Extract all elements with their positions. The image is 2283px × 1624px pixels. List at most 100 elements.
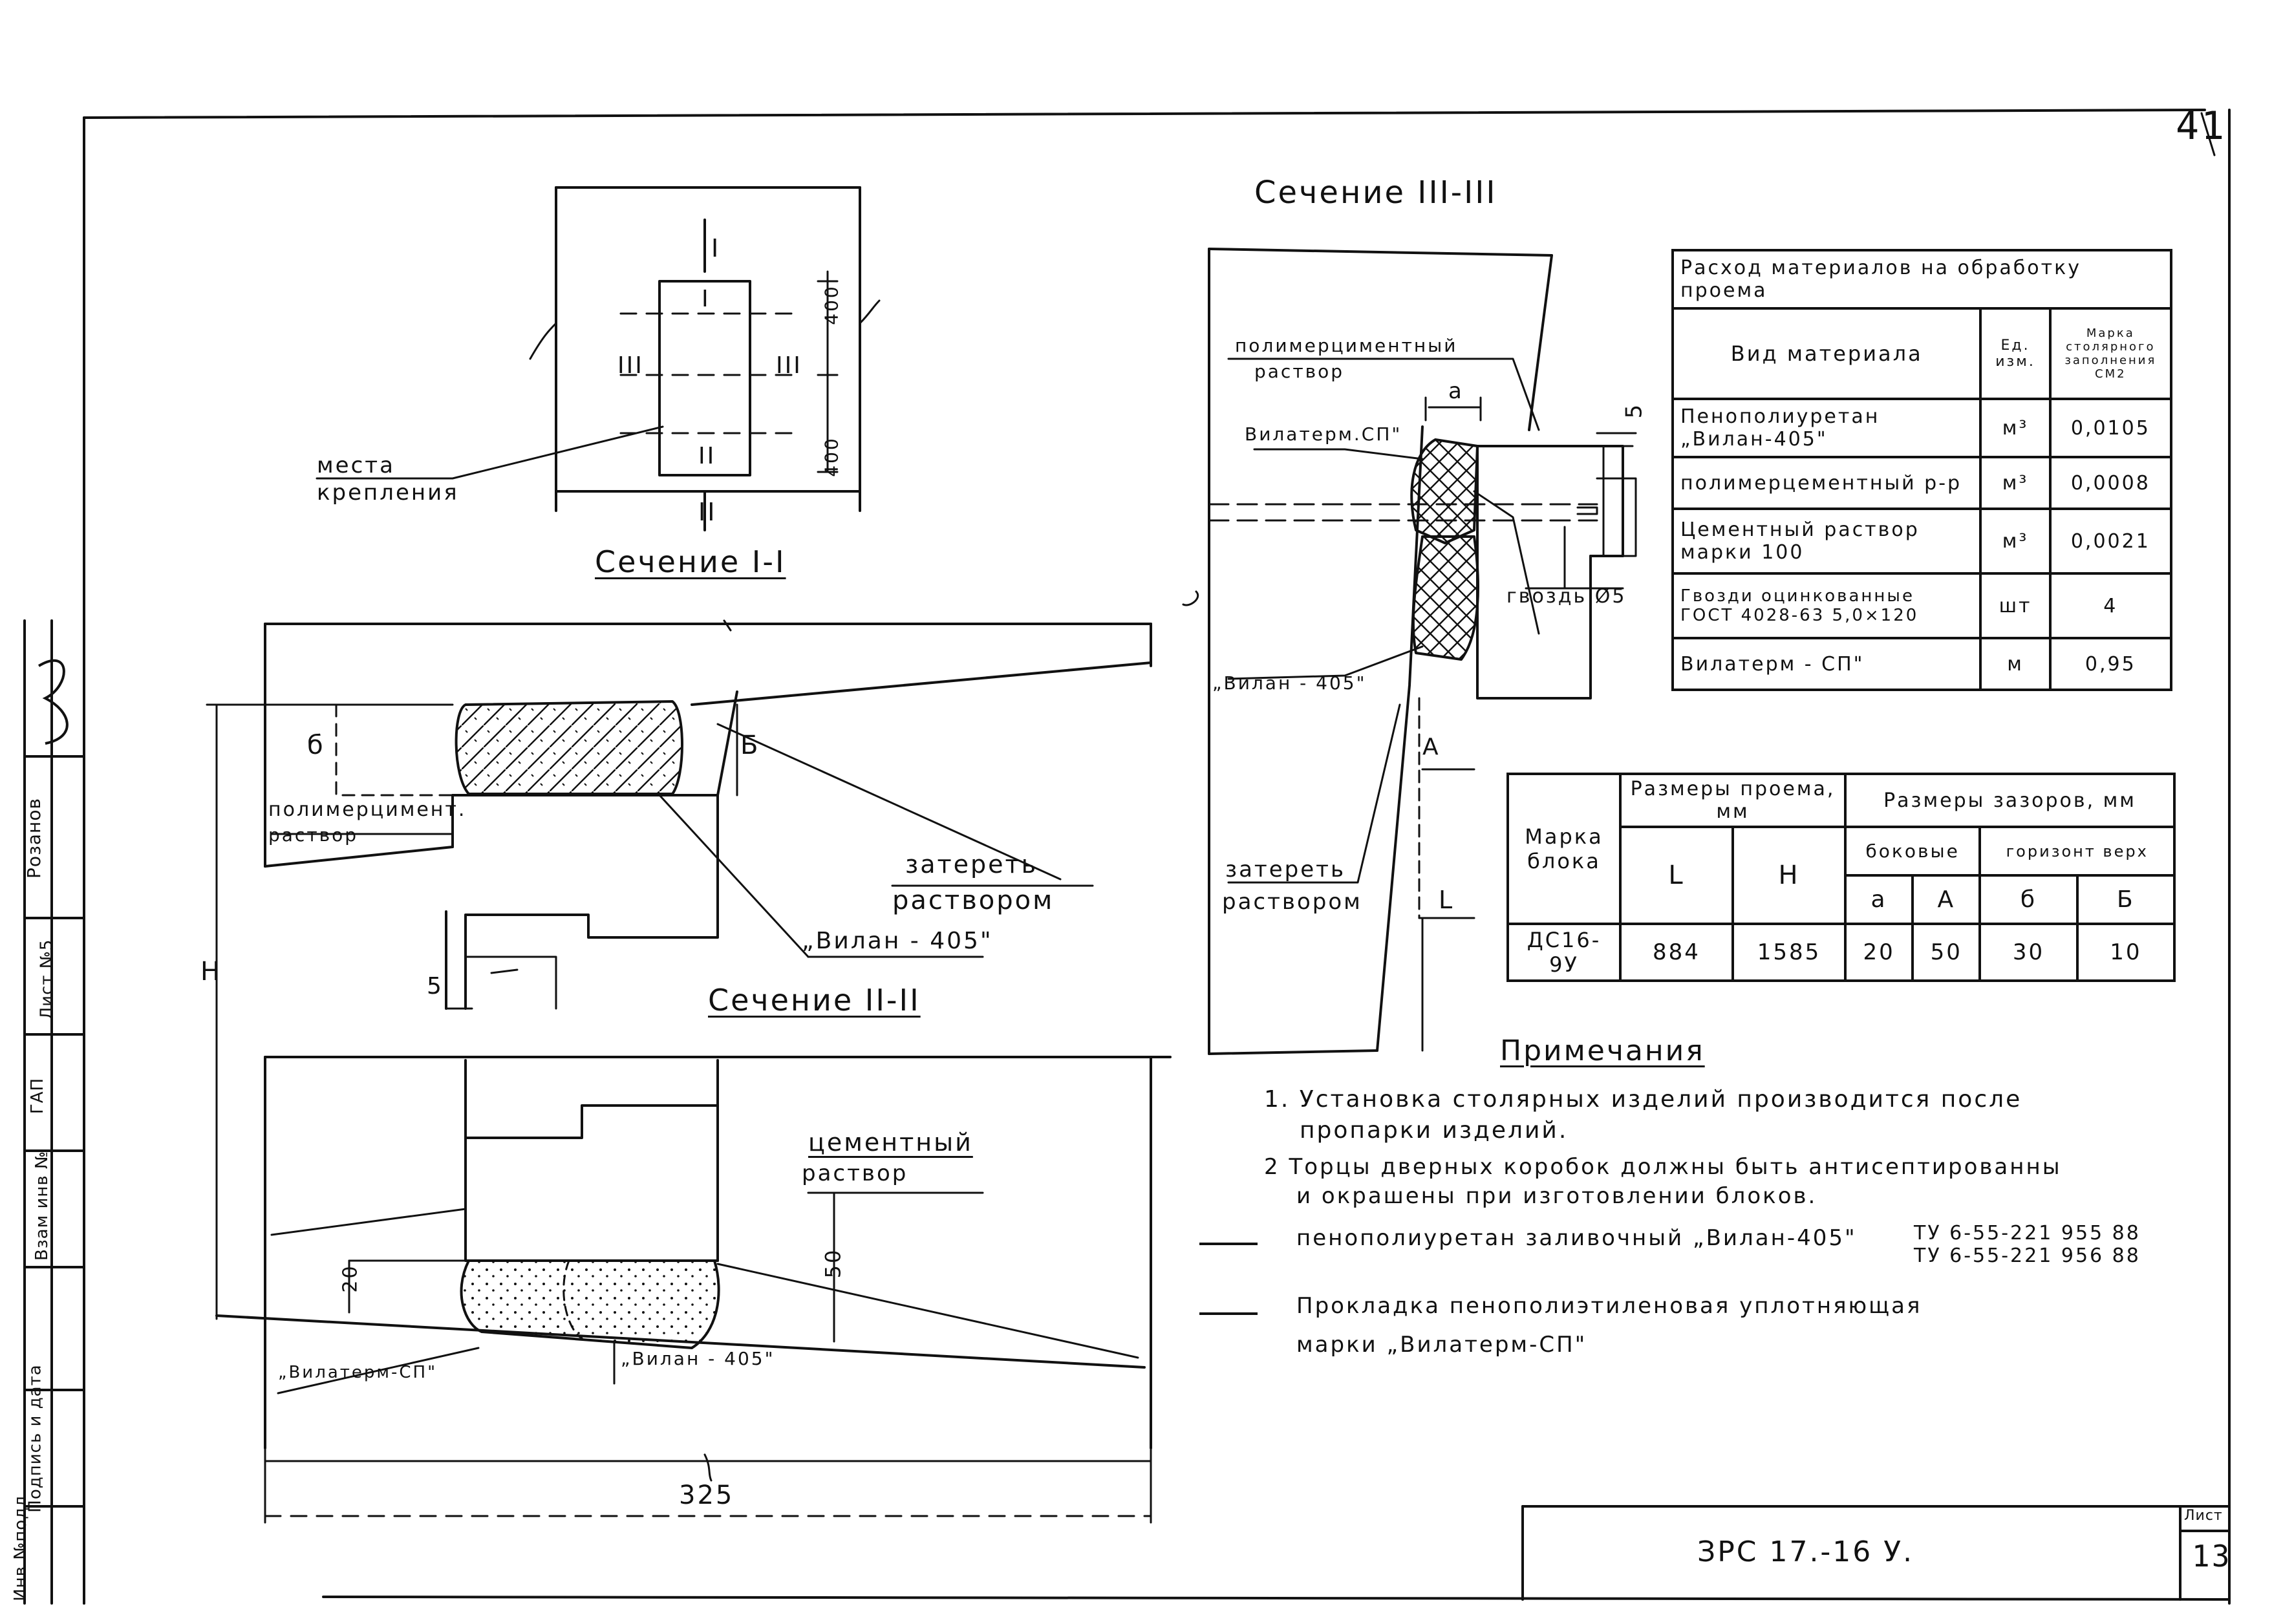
unit-cell: м³: [1979, 508, 2052, 575]
plan-label-1: места: [317, 453, 395, 478]
unit-cell: м: [1979, 637, 2052, 691]
sizes-h-mark: Марка блока: [1506, 773, 1622, 925]
value-cell: 0,95: [2048, 637, 2173, 691]
plan-mark-III-right: III: [776, 352, 802, 379]
sizes-h-side: боковые: [1843, 826, 1982, 877]
s1-polymer-1: полимерцимент.: [268, 798, 467, 821]
title-block-lines: [1521, 1505, 2231, 1601]
note-1-line-2: пропарки изделий.: [1300, 1117, 1569, 1144]
s3-rub-2: раствором: [1222, 889, 1362, 915]
s3-dim-L: L: [1439, 886, 1455, 914]
value-cell: 0,0021: [2048, 508, 2173, 575]
value-cell: 30: [1978, 923, 2079, 982]
value-cell: 4: [2048, 572, 2173, 639]
s3-rub-1: затереть: [1225, 857, 1345, 882]
plan-mark-III-left: III: [617, 352, 644, 379]
s1-polymer-2: раствор: [268, 824, 359, 846]
value-cell: 884: [1619, 923, 1734, 982]
sizes-row: ДС16-9У 884 1585 20 50 30 10: [1506, 923, 2176, 982]
material-cell: Пенополиуретан „Вилан-405": [1671, 398, 1982, 458]
plan-mark-II: II: [698, 498, 717, 526]
value-cell: 20: [1843, 923, 1914, 982]
sheet-label: Лист: [2184, 1508, 2223, 1524]
s1-rub-2: раствором: [892, 886, 1055, 915]
section-2-title: Сечение II-II: [708, 983, 921, 1018]
materials-h-kind: Вид материала: [1671, 307, 1982, 400]
s2-vilan: „Вилан - 405": [621, 1348, 775, 1369]
note-2-line-2: и окрашены при изготовлении блоков.: [1296, 1183, 1817, 1209]
s1-small-b: б: [307, 731, 325, 760]
materials-row: полимерцементный р-р м³ 0,0008: [1671, 456, 2173, 510]
section-1-lines: [206, 619, 1152, 1320]
materials-row: Пенополиуретан „Вилан-405" м³ 0,0105: [1671, 398, 2173, 458]
materials-table: Расход материалов на обработку проема Ви…: [1671, 249, 2173, 691]
s3-dim-A: А: [1422, 734, 1441, 760]
s1-dim-H: Н: [200, 957, 222, 987]
page-number: 41: [2176, 103, 2227, 149]
s3-polymer-2: раствор: [1254, 361, 1345, 382]
sizes-col-B: Б: [2075, 874, 2176, 925]
materials-title: Расход материалов на обработку проема: [1671, 249, 2172, 310]
s3-vilaterm: Вилатерм.СП": [1245, 423, 1402, 445]
sizes-col-A: А: [1911, 874, 1982, 925]
material-cell: Вилатерм - СП": [1671, 637, 1982, 691]
sizes-col-b: б: [1978, 874, 2079, 925]
sizes-h-opening: Размеры проема, мм: [1619, 773, 1847, 828]
unit-cell: шт: [1979, 572, 2052, 639]
s3-nail: гвоздь Ø5: [1506, 585, 1627, 608]
plan-mark-II-inner: II: [698, 443, 716, 469]
sheet-number: 13: [2192, 1539, 2232, 1574]
section-3-lines: [1182, 248, 1637, 1055]
sizes-col-L: L: [1619, 826, 1734, 925]
s1-rub-1: затереть: [905, 850, 1038, 879]
material-cell: полимерцементный р-р: [1671, 456, 1982, 510]
material-cell: Цементный раствор марки 100: [1671, 508, 1982, 575]
mark-cell: ДС16-9У: [1506, 923, 1622, 982]
legend-1-text: пенополиуретан заливочный „Вилан-405": [1296, 1225, 1857, 1251]
s3-dim-a: а: [1448, 378, 1464, 404]
materials-row: Вилатерм - СП" м 0,95: [1671, 637, 2173, 691]
side-stamp-lines: [23, 619, 85, 1605]
s1-dim-5: 5: [427, 973, 444, 999]
section-3-title: Сечение III-III: [1254, 175, 1497, 211]
s2-vilan-fill: [460, 1259, 720, 1349]
legend-1-tu-2: ТУ 6-55-221 956 88: [1914, 1245, 2141, 1267]
s3-vilan: „Вилан - 405": [1212, 672, 1367, 694]
legend-2-line-2: марки „Вилатерм-СП": [1296, 1332, 1587, 1358]
sizes-table: Марка блока Размеры проема, мм Размеры з…: [1506, 773, 2176, 982]
legend-2-line: [1199, 1312, 1258, 1315]
unit-cell: м³: [1979, 398, 2052, 458]
materials-h-brand: Марка столярного заполнения СМ2: [2048, 307, 2173, 400]
value-cell: 1585: [1731, 923, 1847, 982]
sizes-col-H: Н: [1731, 826, 1847, 925]
s3-polymer-1: полимерцимент­ный: [1235, 335, 1458, 356]
drawing-code: ЗРС 17.-16 У.: [1697, 1535, 1914, 1568]
legend-1-line: [1199, 1243, 1258, 1245]
sizes-col-a: а: [1843, 874, 1914, 925]
s2-vilaterm: „Вилатерм-СП": [278, 1363, 438, 1382]
plan-label-2: крепления: [317, 480, 459, 506]
value-cell: 50: [1911, 923, 1982, 982]
note-2-line-1: 2 Торцы дверных коробок должны быть анти…: [1264, 1154, 2062, 1180]
sizes-h-gaps: Размеры зазоров, мм: [1844, 773, 2176, 828]
notes-title: Примечания: [1500, 1034, 1705, 1067]
materials-row: Гвозди оцинкованные ГОСТ 4028-63 5,0×120…: [1671, 572, 2173, 639]
materials-row: Цементный раствор марки 100 м³ 0,0021: [1671, 508, 2173, 575]
note-1-line-1: 1. Установка столярных изделий производи…: [1264, 1086, 2022, 1113]
value-cell: 0,0105: [2048, 398, 2173, 458]
s1-vilan-fill: [455, 700, 683, 795]
s3-vilan-fill: [1411, 535, 1479, 661]
materials-h-unit: Ед. изм.: [1979, 307, 2052, 400]
plan-view: [316, 186, 881, 531]
plan-mark-I-inner: I: [702, 286, 711, 312]
s1-big-B: Б: [740, 731, 760, 760]
value-cell: 10: [2075, 923, 2176, 982]
s2-dim-325: 325: [679, 1480, 734, 1510]
s2-cement-1: цементный: [808, 1128, 973, 1157]
value-cell: 0,0008: [2048, 456, 2173, 510]
unit-cell: м³: [1979, 456, 2052, 510]
legend-1-tu-1: ТУ 6-55-221 955 88: [1914, 1222, 2141, 1245]
plan-mark-I: I: [711, 234, 721, 262]
